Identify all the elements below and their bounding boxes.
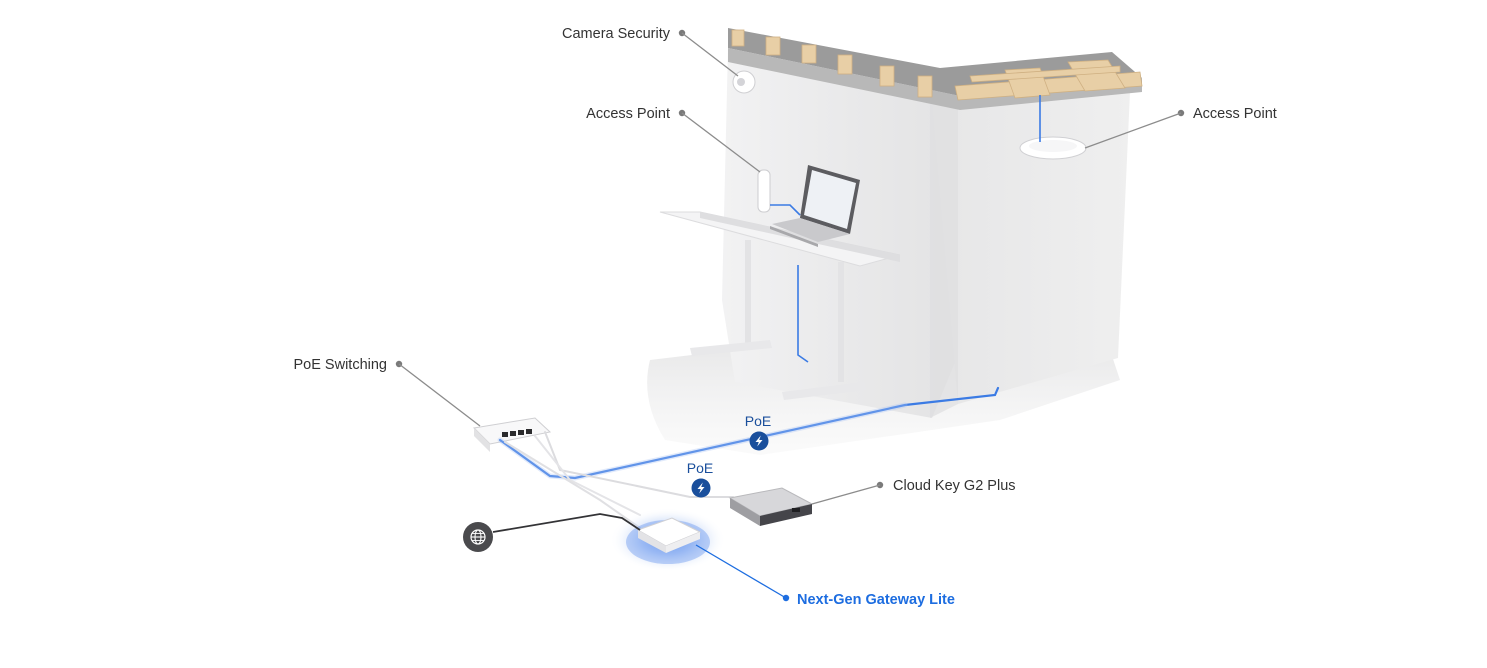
callout-poe-switching[interactable]: PoE Switching: [294, 357, 481, 427]
callout-access-point-ceiling[interactable]: Access Point: [1084, 106, 1277, 149]
leader-line: [681, 112, 761, 173]
callout-cloud-key[interactable]: Cloud Key G2 Plus: [811, 478, 1016, 505]
poe-cables: [497, 386, 1000, 529]
globe-icon[interactable]: [463, 522, 493, 552]
leader-line: [398, 363, 481, 427]
wall-right: [930, 80, 1130, 404]
poe-label-upper: PoE: [745, 413, 771, 429]
leader-line: [695, 544, 787, 599]
wall-access-point-device: [757, 169, 771, 213]
wall-cables: [770, 95, 1041, 363]
callout-label: Access Point: [586, 106, 670, 122]
wood-frame-right: [954, 59, 1143, 101]
callout-label: Camera Security: [562, 26, 671, 42]
lightning-bolt-icon: [749, 431, 769, 451]
callout-gateway[interactable]: Next-Gen Gateway Lite: [695, 544, 955, 608]
callout-label: Next-Gen Gateway Lite: [797, 592, 955, 608]
poe-badge-lower: PoE: [687, 460, 713, 498]
laptop: [770, 165, 860, 247]
internet-cable: [492, 513, 641, 533]
camera-device: [732, 70, 756, 94]
lightning-bolt-icon: [691, 478, 711, 498]
scene-illustration: [472, 28, 1143, 572]
callout-label: Cloud Key G2 Plus: [893, 478, 1016, 494]
ceiling-access-point-device: [1019, 136, 1087, 160]
desk: [659, 211, 901, 400]
poe-label-lower: PoE: [687, 460, 713, 476]
cloud-key-device: [728, 487, 814, 526]
wood-joists-left: [731, 29, 933, 98]
callout-label: PoE Switching: [294, 357, 388, 373]
callout-access-point-wall[interactable]: Access Point: [586, 106, 761, 173]
leader-line: [681, 32, 739, 77]
gateway-device: [610, 508, 726, 572]
leader-line: [1084, 112, 1182, 149]
callout-label: Access Point: [1193, 106, 1277, 122]
poe-switch-device: [472, 417, 552, 452]
poe-badge-upper: PoE: [745, 413, 771, 451]
leader-line: [811, 484, 881, 505]
callout-camera-security[interactable]: Camera Security: [562, 26, 739, 77]
